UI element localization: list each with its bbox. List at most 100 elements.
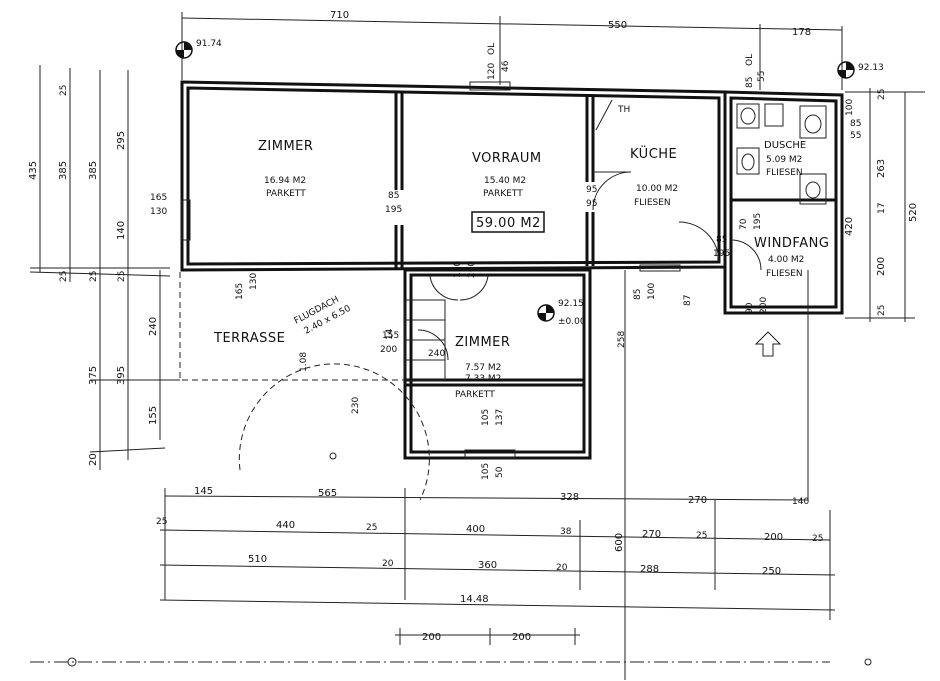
int-dim-16: 14 (385, 328, 395, 340)
left-dim-9: 25 (117, 271, 127, 282)
room-vorraum-floor: PARKETT (483, 189, 523, 199)
room-zimmer1-area: 16.94 M2 (264, 176, 306, 186)
int-dim-5: 95 (586, 185, 597, 195)
int-dim-29: 50 (495, 466, 505, 478)
int-dim-7: 85 (716, 235, 727, 245)
bottom-row1-2: 565 (318, 488, 337, 499)
door-swings (417, 99, 762, 361)
top-small-4: 85 (745, 77, 755, 88)
int-dim-13: 165 (235, 283, 245, 300)
room-dusche-area: 5.09 M2 (766, 155, 802, 165)
left-dim-14: 20 (88, 453, 99, 466)
bottom-extra-1: 200 (422, 632, 441, 643)
right-dim-1: 100 (845, 99, 855, 116)
int-dim-12: 200 (467, 261, 477, 278)
room-kueche-name: KÜCHE (630, 145, 677, 162)
th-label: TH (617, 105, 630, 115)
bottom-row2-6: 270 (642, 529, 661, 540)
level-marker-nw (175, 41, 193, 59)
level-nw: 91.74 (196, 39, 222, 49)
int-dim-23: 90 (745, 302, 755, 314)
room-zimmer1-name: ZIMMER (258, 139, 313, 154)
right-dim-3: 85 (850, 119, 861, 129)
left-dim-4: 295 (116, 131, 127, 150)
int-dim-3: 85 (388, 191, 399, 201)
left-dim-8: 25 (89, 271, 99, 282)
total-area: 59.00 M2 (476, 216, 541, 231)
room-zimmer2-floor: PARKETT (455, 390, 495, 400)
level-center: 92.15 (558, 299, 584, 309)
bottom-row3-2: 20 (382, 559, 394, 569)
right-dim-9: 17 (877, 203, 887, 214)
int-dim-8: 195 (713, 249, 730, 259)
int-dim-30: 230 (351, 397, 361, 414)
int-dim-24: 200 (759, 297, 769, 314)
bottom-row2-2: 440 (276, 520, 295, 531)
entrance-arrow-icon (754, 331, 782, 357)
bottom-row2-7: 25 (696, 531, 707, 541)
bottom-extra-2: 200 (512, 632, 531, 643)
room-zimmer1-floor: PARKETT (266, 189, 306, 199)
room-dusche-name: DUSCHE (764, 140, 806, 151)
room-windfang-floor: FLIESEN (766, 269, 803, 279)
bottom-row2-9: 25 (812, 534, 823, 544)
room-windfang-area: 4.00 M2 (768, 255, 804, 265)
room-vorraum-name: VORRAUM (472, 151, 542, 166)
int-dim-15: 1.08 (299, 352, 309, 372)
top-small-6: 55 (757, 71, 767, 82)
int-dim-18: 200 (380, 345, 397, 355)
int-dim-19: 240 (428, 349, 445, 359)
left-dim-3: 385 (88, 161, 99, 180)
terrace-point (329, 452, 337, 460)
int-dim-1: 165 (150, 193, 167, 203)
bottom-row1-4: 270 (688, 495, 707, 506)
int-dim-10: 195 (753, 213, 763, 230)
stairs (404, 299, 446, 381)
top-dim-1: 710 (330, 10, 349, 21)
bottom-row1-1: 145 (194, 486, 213, 497)
total-area-box (471, 211, 545, 233)
level-ne: 92.13 (858, 63, 884, 73)
room-kueche-floor: FLIESEN (634, 198, 671, 208)
bottom-row2-5: 38 (560, 527, 572, 537)
int-dim-22: 87 (683, 295, 693, 306)
left-dim-11: 375 (88, 366, 99, 385)
top-small-1: 120 (487, 63, 497, 80)
int-dim-17: 155 (382, 331, 399, 341)
right-dim-7: 520 (908, 203, 919, 222)
bottom-row3-4: 20 (556, 563, 568, 573)
int-dim-6: 95 (586, 199, 597, 209)
level-marker-ne (837, 61, 855, 79)
top-small-5: OL (745, 54, 755, 66)
dimension-lines (29, 12, 925, 680)
room-windfang-name: WINDFANG (754, 236, 829, 251)
int-dim-26: 105 (481, 409, 491, 426)
room-dusche-floor: FLIESEN (766, 168, 803, 178)
left-dim-7: 140 (116, 221, 127, 240)
bottom-row1-5: 140 (792, 497, 809, 507)
bottom-row1-3: 328 (560, 492, 579, 503)
left-dim-6: 25 (59, 271, 69, 282)
int-dim-28: 105 (481, 463, 491, 480)
left-dim-1: 435 (28, 161, 39, 180)
int-dim-4: 195 (385, 205, 402, 215)
bottom-row2-3: 25 (366, 523, 377, 533)
level-marker-center (537, 304, 555, 322)
int-dim-2: 130 (150, 207, 167, 217)
right-dim-10: 25 (877, 305, 887, 316)
bottom-row2-1: 25 (156, 517, 167, 527)
axis-marker-left (67, 657, 77, 667)
bottom-row3-5: 288 (640, 564, 659, 575)
int-dim-20: 85 (633, 289, 643, 300)
top-small-3: 46 (501, 60, 511, 72)
left-dim-10: 240 (148, 317, 159, 336)
int-dim-27: 137 (495, 409, 505, 426)
top-dim-2: 550 (608, 20, 627, 31)
top-small-2: OL (487, 43, 497, 55)
bottom-row3-1: 510 (248, 554, 267, 565)
bottom-row3-3: 360 (478, 560, 497, 571)
top-dim-3: 178 (792, 27, 811, 38)
vertical-600: 600 (614, 533, 625, 552)
room-zimmer2-name: ZIMMER (455, 335, 510, 350)
